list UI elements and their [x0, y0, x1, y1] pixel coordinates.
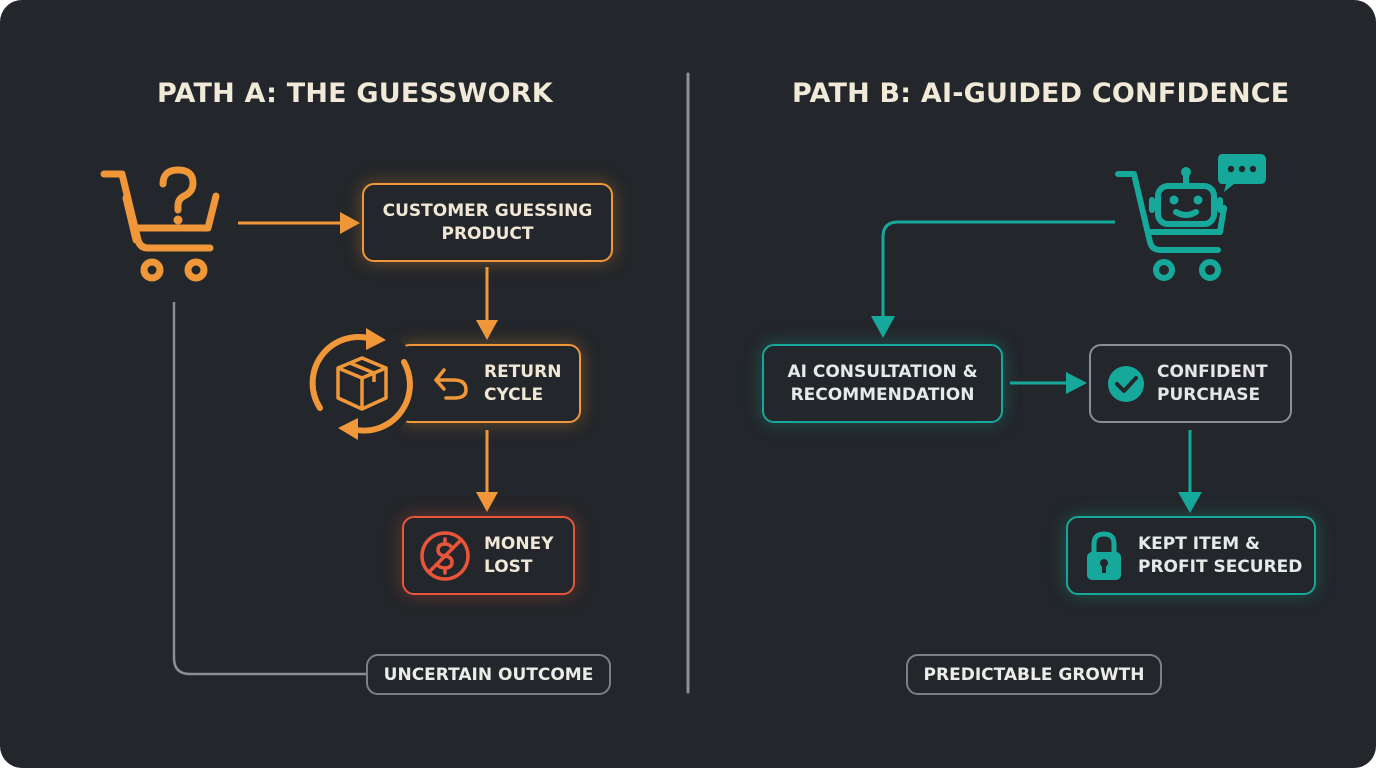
uncertain-outcome-label: UNCERTAIN OUTCOME [383, 664, 594, 685]
arrow-consultation-to-purchase [1010, 372, 1087, 394]
padlock-icon [1087, 531, 1121, 580]
return-cycle-node: RETURN CYCLE [398, 344, 581, 423]
undo-arrow-icon [434, 368, 468, 400]
arrow-guessing-to-return [476, 267, 498, 340]
predictable-growth-label: PREDICTABLE GROWTH [923, 664, 1145, 685]
ai-consultation-node: AI CONSULTATION & RECOMMENDATION [762, 344, 1003, 423]
no-dollar-icon [420, 531, 470, 581]
uncertain-outcome-pill: UNCERTAIN OUTCOME [366, 654, 611, 695]
uncertain-outcome-line [172, 302, 366, 676]
money-lost-label: MONEY LOST [484, 533, 554, 577]
customer-guessing-node: CUSTOMER GUESSING PRODUCT [362, 183, 613, 262]
return-cycle-label: RETURN CYCLE [484, 361, 562, 405]
arrow-cart-to-consultation [871, 220, 1115, 338]
money-lost-node: MONEY LOST [402, 516, 575, 595]
confident-purchase-node: CONFIDENT PURCHASE [1089, 344, 1292, 423]
path-b-title: PATH B: AI-GUIDED CONFIDENCE [792, 78, 1290, 109]
kept-item-label: KEPT ITEM & PROFIT SECURED [1138, 533, 1303, 577]
arrow-purchase-to-kept [1178, 430, 1202, 513]
chat-bubble-icon [1218, 154, 1266, 192]
kept-item-node: KEPT ITEM & PROFIT SECURED [1066, 516, 1316, 595]
predictable-growth-pill: PREDICTABLE GROWTH [906, 654, 1162, 695]
customer-guessing-label: CUSTOMER GUESSING PRODUCT [382, 200, 593, 244]
box-refresh-icon [304, 326, 420, 442]
confident-purchase-label: CONFIDENT PURCHASE [1157, 361, 1268, 405]
arrow-return-to-money [476, 430, 498, 512]
path-a-title: PATH A: THE GUESSWORK [157, 78, 553, 109]
arrow-cart-to-guessing [238, 212, 360, 234]
shopping-cart-question-icon [100, 166, 220, 282]
shopping-cart-robot-icon [1115, 167, 1227, 281]
check-circle-icon [1108, 366, 1144, 402]
ai-consultation-label: AI CONSULTATION & RECOMMENDATION [787, 361, 978, 405]
